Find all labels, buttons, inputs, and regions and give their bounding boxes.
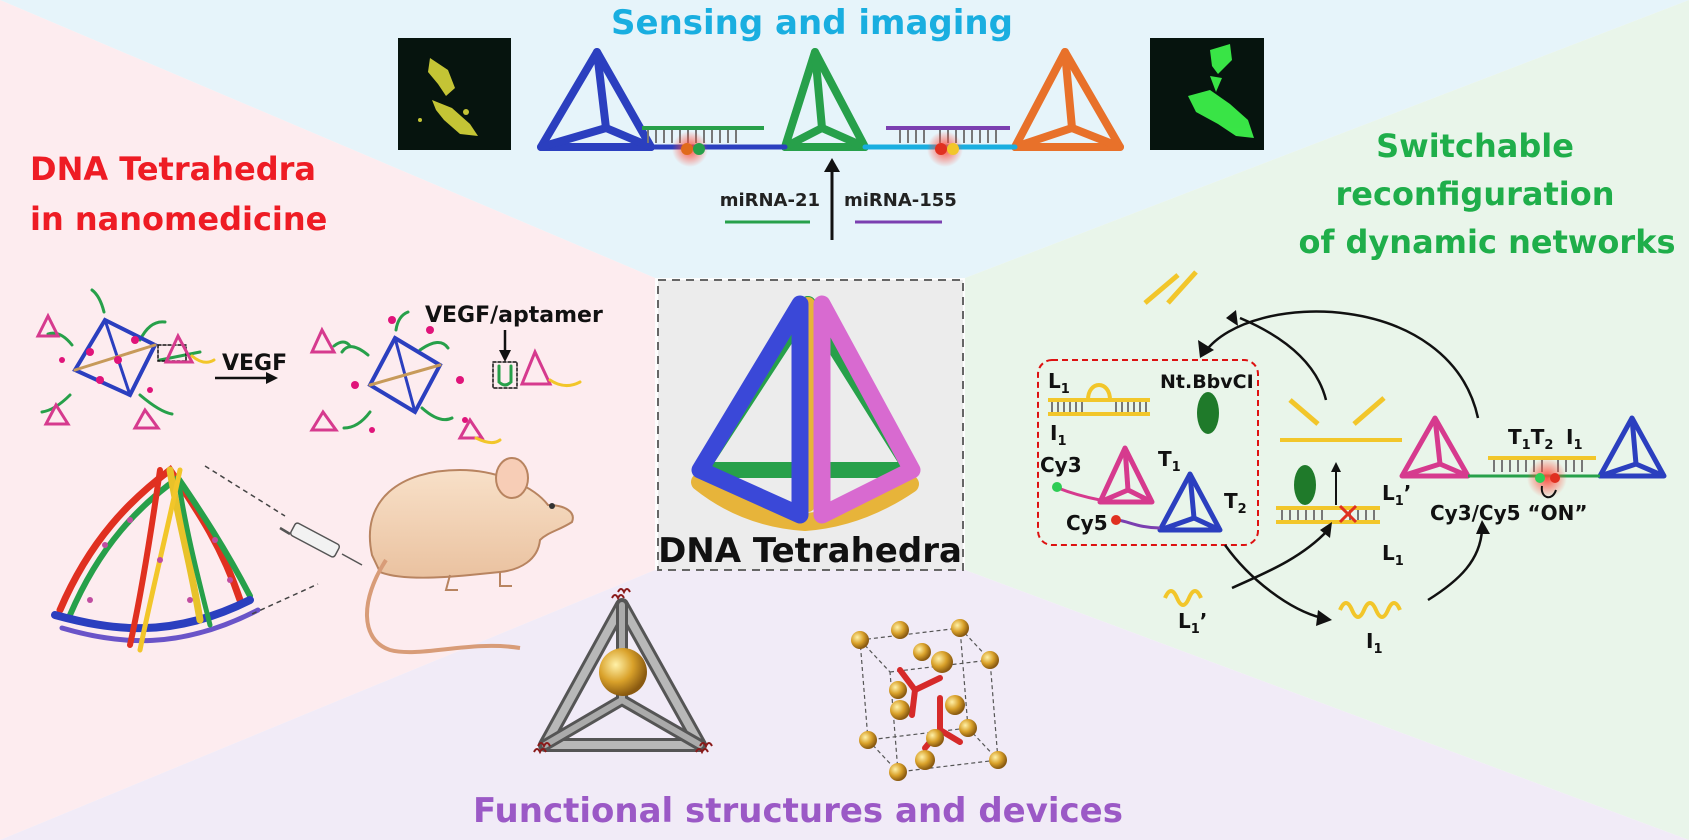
label-l1-bottom: L1	[1382, 541, 1404, 569]
gold-lattice	[851, 619, 1007, 781]
label-t2: T2	[1224, 489, 1247, 517]
nanomedicine-panel: VEGF VEGF/aptamer	[35, 288, 603, 655]
label-vegf: VEGF	[222, 351, 287, 376]
nanostructure-right	[309, 310, 582, 445]
network-region	[965, 0, 1689, 840]
nanomedicine-title-line1: DNA Tetrahedra	[30, 150, 316, 188]
center-tetrahedron	[691, 295, 921, 531]
arrow-to-i1	[1223, 544, 1323, 620]
syringe	[279, 522, 363, 566]
label-cy5: Cy5	[1066, 511, 1108, 535]
cy5-dye	[1111, 515, 1121, 525]
label-nt-bbvci: Nt.BbvCI	[1160, 371, 1254, 393]
sensing-tetra-green	[781, 48, 869, 151]
cycle-arc-mid	[1239, 316, 1328, 401]
label-i1-bottom: I1	[1366, 629, 1383, 657]
functional-region	[0, 570, 1689, 840]
on-duplex	[1468, 456, 1600, 499]
label-cy3: Cy3	[1040, 453, 1082, 477]
cell-image-yellow	[398, 38, 511, 150]
network-panel: L1 Nt.BbvCI I1 Cy3 T1 Cy5 T2	[1037, 270, 1667, 657]
nanostructure-left	[35, 288, 216, 430]
fragment-2	[1166, 270, 1198, 305]
label-t1: T1	[1158, 447, 1181, 475]
label-l1prime-bottom: L1’	[1178, 609, 1207, 637]
label-l1prime-mid: L1’	[1382, 481, 1411, 509]
nicking-enzyme-2	[1294, 465, 1316, 505]
label-mirna21: miRNA-21	[720, 190, 820, 211]
arrow-to-on	[1427, 529, 1484, 602]
label-vegf-aptamer: VEGF/aptamer	[425, 303, 603, 328]
label-t1t2: T1T2	[1508, 425, 1553, 453]
l1-hairpin	[1048, 383, 1150, 416]
blocked-duplex	[1276, 504, 1380, 524]
gold-tetra-cage	[533, 588, 713, 755]
probe-left	[642, 126, 764, 167]
helix-tetrahedron	[51, 464, 261, 653]
probe-right	[886, 126, 1010, 167]
fragment-3	[1288, 398, 1320, 426]
sensing-title: Sensing and imaging	[611, 3, 1013, 43]
zoom-line-top	[204, 465, 286, 517]
zoom-line-bottom	[251, 583, 319, 615]
fragment-1	[1143, 273, 1180, 305]
cycle-arc-top	[1203, 310, 1480, 419]
green-cell-signal	[1188, 44, 1254, 138]
label-on-state: Cy3/Cy5 “ON”	[1430, 501, 1588, 525]
arrow-to-duplex	[1231, 529, 1329, 590]
label-l1: L1	[1048, 369, 1070, 397]
label-i1-right: I1	[1566, 425, 1583, 453]
tetra-t2	[1157, 471, 1223, 533]
center-title: DNA Tetrahedra	[658, 531, 962, 571]
tetra-t2-on	[1597, 415, 1667, 479]
functional-title: Functional structures and devices	[473, 791, 1123, 831]
squiggle-i1	[1338, 601, 1402, 619]
mouse	[365, 457, 574, 655]
label-i1: I1	[1050, 421, 1067, 449]
sensing-tetra-blue	[537, 48, 655, 151]
yellow-cell-signal	[418, 58, 478, 136]
cy3-dye	[1052, 482, 1062, 492]
tetra-t1	[1097, 445, 1155, 505]
switchable-title-line1: Switchable	[1376, 127, 1574, 165]
nanomedicine-title-line2: in nanomedicine	[30, 200, 327, 238]
center-panel: DNA Tetrahedra	[657, 279, 964, 571]
tetra-t1-on	[1399, 415, 1471, 479]
squiggle-l1prime	[1163, 589, 1203, 607]
nicking-enzyme	[1197, 392, 1219, 434]
label-mirna155: miRNA-155	[844, 190, 957, 211]
sensing-panel: miRNA-21 miRNA-155	[398, 38, 1264, 240]
fragment-4	[1352, 396, 1386, 426]
switchable-title-line2: reconfiguration	[1335, 175, 1614, 213]
switchable-title-line3: of dynamic networks	[1298, 223, 1675, 261]
initial-state-box	[1037, 359, 1259, 546]
functional-panel	[533, 588, 1007, 781]
sensing-tetra-orange	[1011, 48, 1124, 151]
